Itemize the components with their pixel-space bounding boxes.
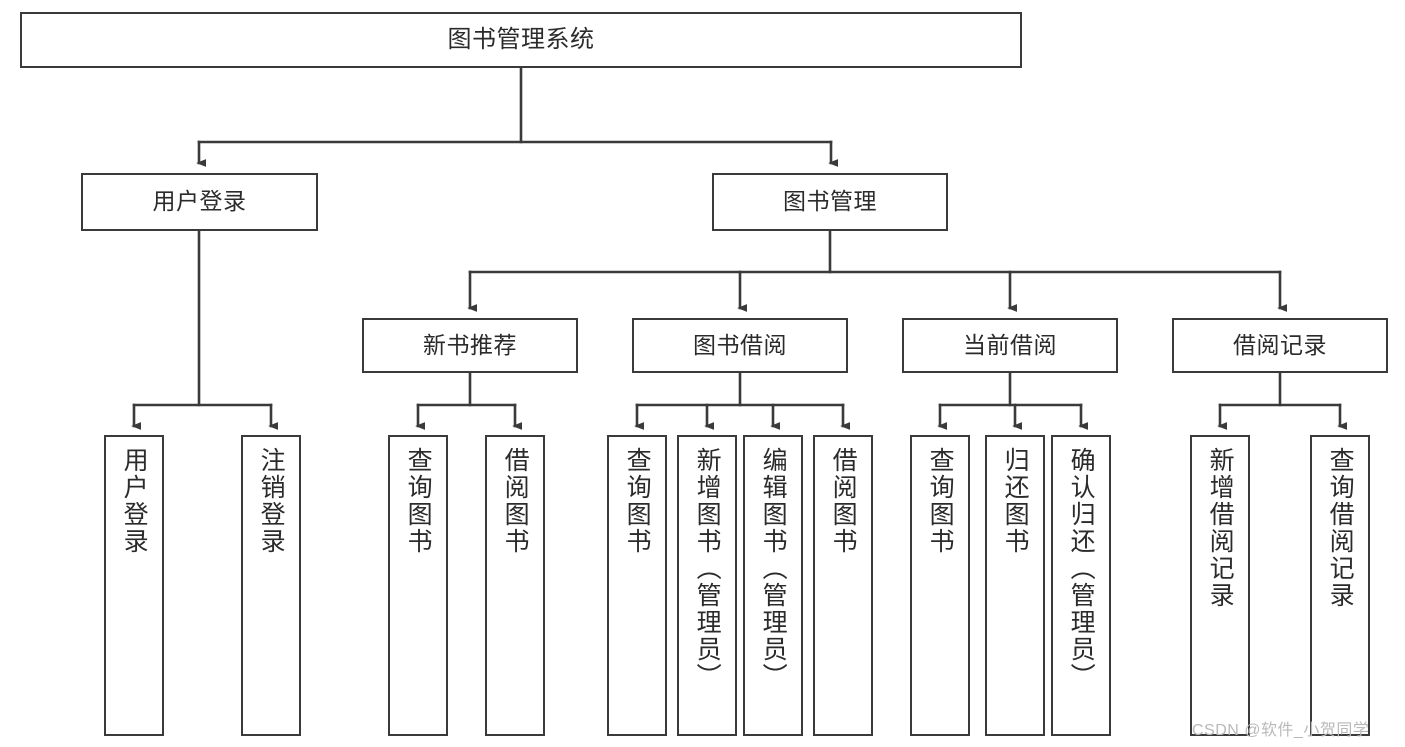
node-leaf-edit-book[interactable]: 编辑图书（管理员） — [743, 435, 803, 736]
node-leaf-add-book-label: 新增图书（管理员） — [693, 447, 722, 690]
node-book-manage-label: 图书管理 — [783, 188, 877, 215]
node-leaf-edit-book-label: 编辑图书（管理员） — [759, 447, 788, 690]
node-leaf-add-record[interactable]: 新增借阅记录 — [1190, 435, 1250, 736]
node-user-login[interactable]: 用户登录 — [81, 173, 318, 231]
node-leaf-confirm-return[interactable]: 确认归还（管理员） — [1051, 435, 1111, 736]
node-leaf-user-login[interactable]: 用户登录 — [104, 435, 164, 736]
node-leaf-query-book-2[interactable]: 查询图书 — [607, 435, 667, 736]
node-book-borrow[interactable]: 图书借阅 — [632, 318, 848, 373]
node-book-borrow-label: 图书借阅 — [693, 331, 787, 358]
node-leaf-query-record[interactable]: 查询借阅记录 — [1310, 435, 1370, 736]
node-new-book-recommend[interactable]: 新书推荐 — [362, 318, 578, 373]
node-leaf-confirm-return-label: 确认归还（管理员） — [1067, 447, 1096, 690]
node-borrow-record[interactable]: 借阅记录 — [1172, 318, 1388, 373]
node-leaf-query-book-2-label: 查询图书 — [623, 447, 652, 555]
node-new-book-recommend-label: 新书推荐 — [423, 331, 517, 358]
node-leaf-borrow-book-1[interactable]: 借阅图书 — [485, 435, 545, 736]
node-leaf-query-book-3-label: 查询图书 — [926, 447, 955, 555]
node-leaf-query-book-1[interactable]: 查询图书 — [388, 435, 448, 736]
node-root-label: 图书管理系统 — [447, 25, 595, 53]
node-leaf-query-book-3[interactable]: 查询图书 — [910, 435, 970, 736]
node-book-manage[interactable]: 图书管理 — [712, 173, 948, 231]
node-leaf-query-record-label: 查询借阅记录 — [1326, 447, 1355, 609]
node-leaf-query-book-1-label: 查询图书 — [404, 447, 433, 555]
node-leaf-add-record-label: 新增借阅记录 — [1206, 447, 1235, 609]
node-leaf-borrow-book-2[interactable]: 借阅图书 — [813, 435, 873, 736]
csdn-watermark: CSDN @软件_小贺同学 — [1192, 722, 1370, 739]
node-user-login-label: 用户登录 — [152, 188, 247, 215]
node-leaf-return-book-label: 归还图书 — [1001, 447, 1030, 555]
node-leaf-user-logout[interactable]: 注销登录 — [241, 435, 301, 736]
node-current-borrow[interactable]: 当前借阅 — [902, 318, 1118, 373]
node-leaf-borrow-book-1-label: 借阅图书 — [501, 447, 530, 555]
node-root[interactable]: 图书管理系统 — [20, 12, 1022, 68]
node-current-borrow-label: 当前借阅 — [963, 331, 1057, 358]
node-leaf-return-book[interactable]: 归还图书 — [985, 435, 1045, 736]
node-leaf-borrow-book-2-label: 借阅图书 — [829, 447, 858, 555]
node-leaf-user-logout-label: 注销登录 — [257, 447, 286, 555]
node-leaf-add-book[interactable]: 新增图书（管理员） — [677, 435, 737, 736]
node-leaf-user-login-label: 用户登录 — [120, 447, 149, 555]
node-borrow-record-label: 借阅记录 — [1233, 331, 1327, 358]
